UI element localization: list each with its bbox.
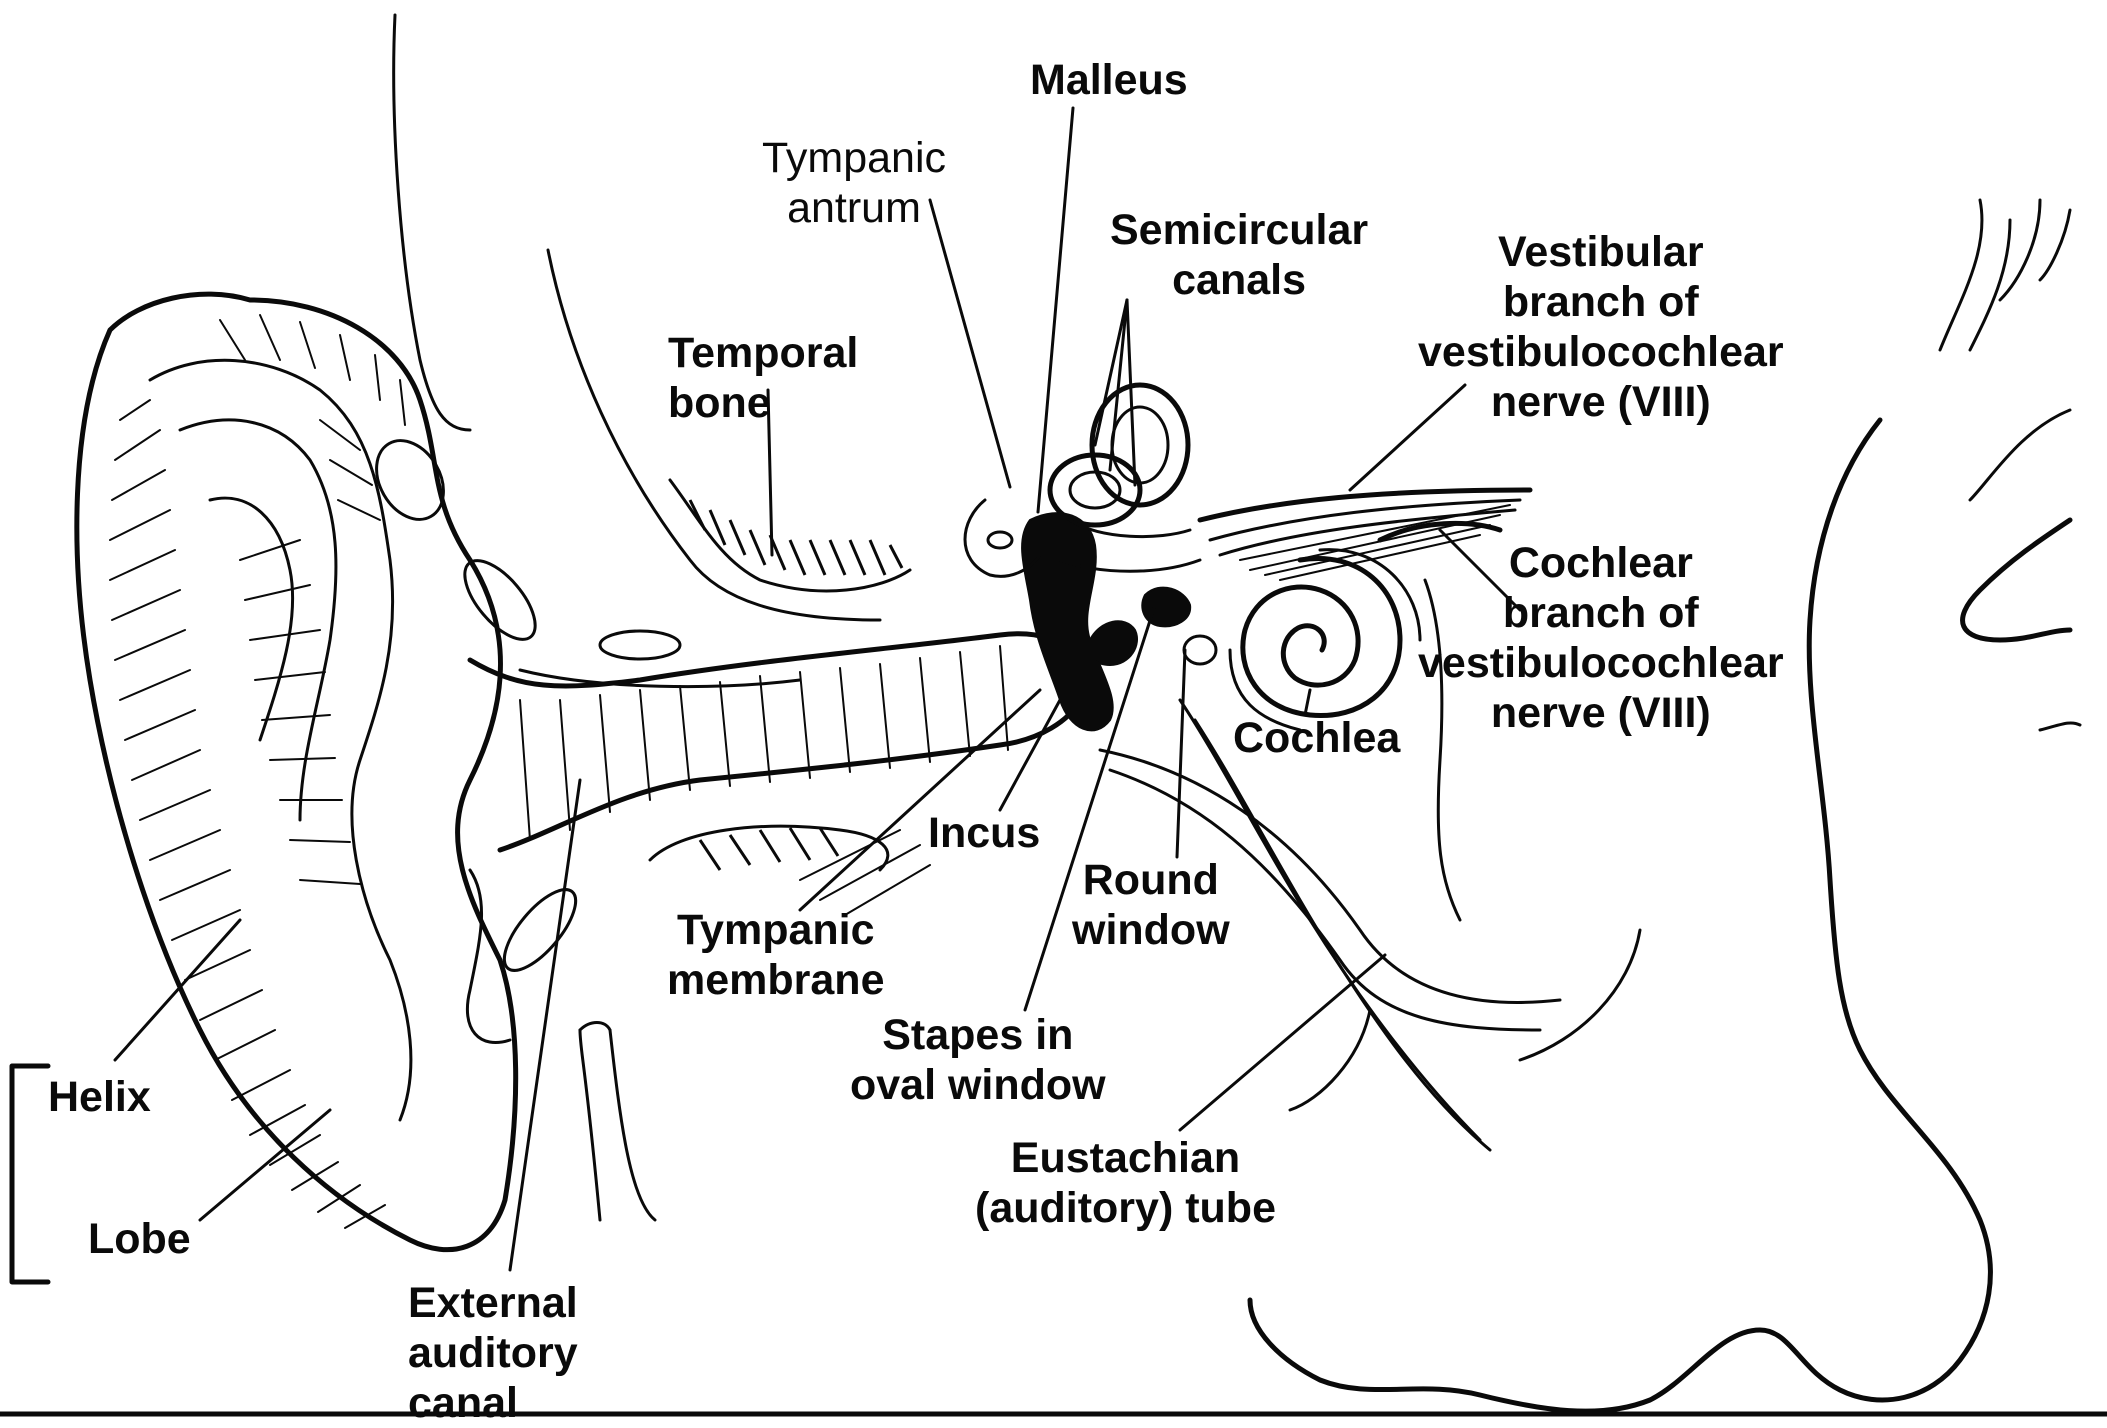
tympanic-cavity-hatch	[650, 826, 930, 915]
label-incus: Incus	[928, 808, 1040, 858]
ossicles	[1022, 513, 1190, 730]
label-cochlear-branch: Cochlear branch of vestibulocochlear ner…	[1418, 538, 1784, 738]
label-external-auditory-canal: External auditory canal	[408, 1278, 578, 1428]
palate-line	[2040, 723, 2080, 730]
label-semicircular-canals: Semicircular canals	[1110, 205, 1368, 305]
label-round-window: Round window	[1072, 855, 1230, 955]
head-contour	[548, 250, 880, 620]
label-temporal-bone: Temporal bone	[668, 328, 858, 428]
label-malleus: Malleus	[1030, 55, 1188, 105]
cochlea-spiral	[1230, 550, 1420, 730]
label-vestibular-branch: Vestibular branch of vestibulocochlear n…	[1418, 227, 1784, 427]
label-tympanic-antrum: Tympanic antrum	[762, 133, 946, 233]
label-cochlea: Cochlea	[1233, 713, 1400, 763]
label-helix: Helix	[48, 1072, 151, 1122]
cartilage-oval-1	[363, 429, 457, 532]
label-tympanic-membrane: Tympanic membrane	[667, 905, 884, 1005]
label-eustachian-tube: Eustachian (auditory) tube	[975, 1133, 1276, 1233]
sinus-outline	[1970, 410, 2070, 500]
cartilage-oval-3	[600, 631, 680, 659]
turbinate-outline	[1963, 520, 2070, 640]
label-stapes-oval-window: Stapes in oval window	[850, 1010, 1106, 1110]
antrum-oval	[988, 532, 1012, 548]
helix-lobe-bracket	[12, 1066, 48, 1282]
skull-outline-right-2	[1520, 930, 1640, 1060]
round-window-drawing	[1184, 636, 1216, 664]
jaw-condyle-outline	[580, 1030, 600, 1220]
jaw-condyle-outline-2	[610, 1030, 655, 1220]
hair-strokes	[1940, 200, 2070, 350]
label-lobe: Lobe	[88, 1214, 191, 1264]
cartilage-oval-4	[493, 879, 588, 981]
temporal-bone-hatch	[670, 480, 910, 591]
